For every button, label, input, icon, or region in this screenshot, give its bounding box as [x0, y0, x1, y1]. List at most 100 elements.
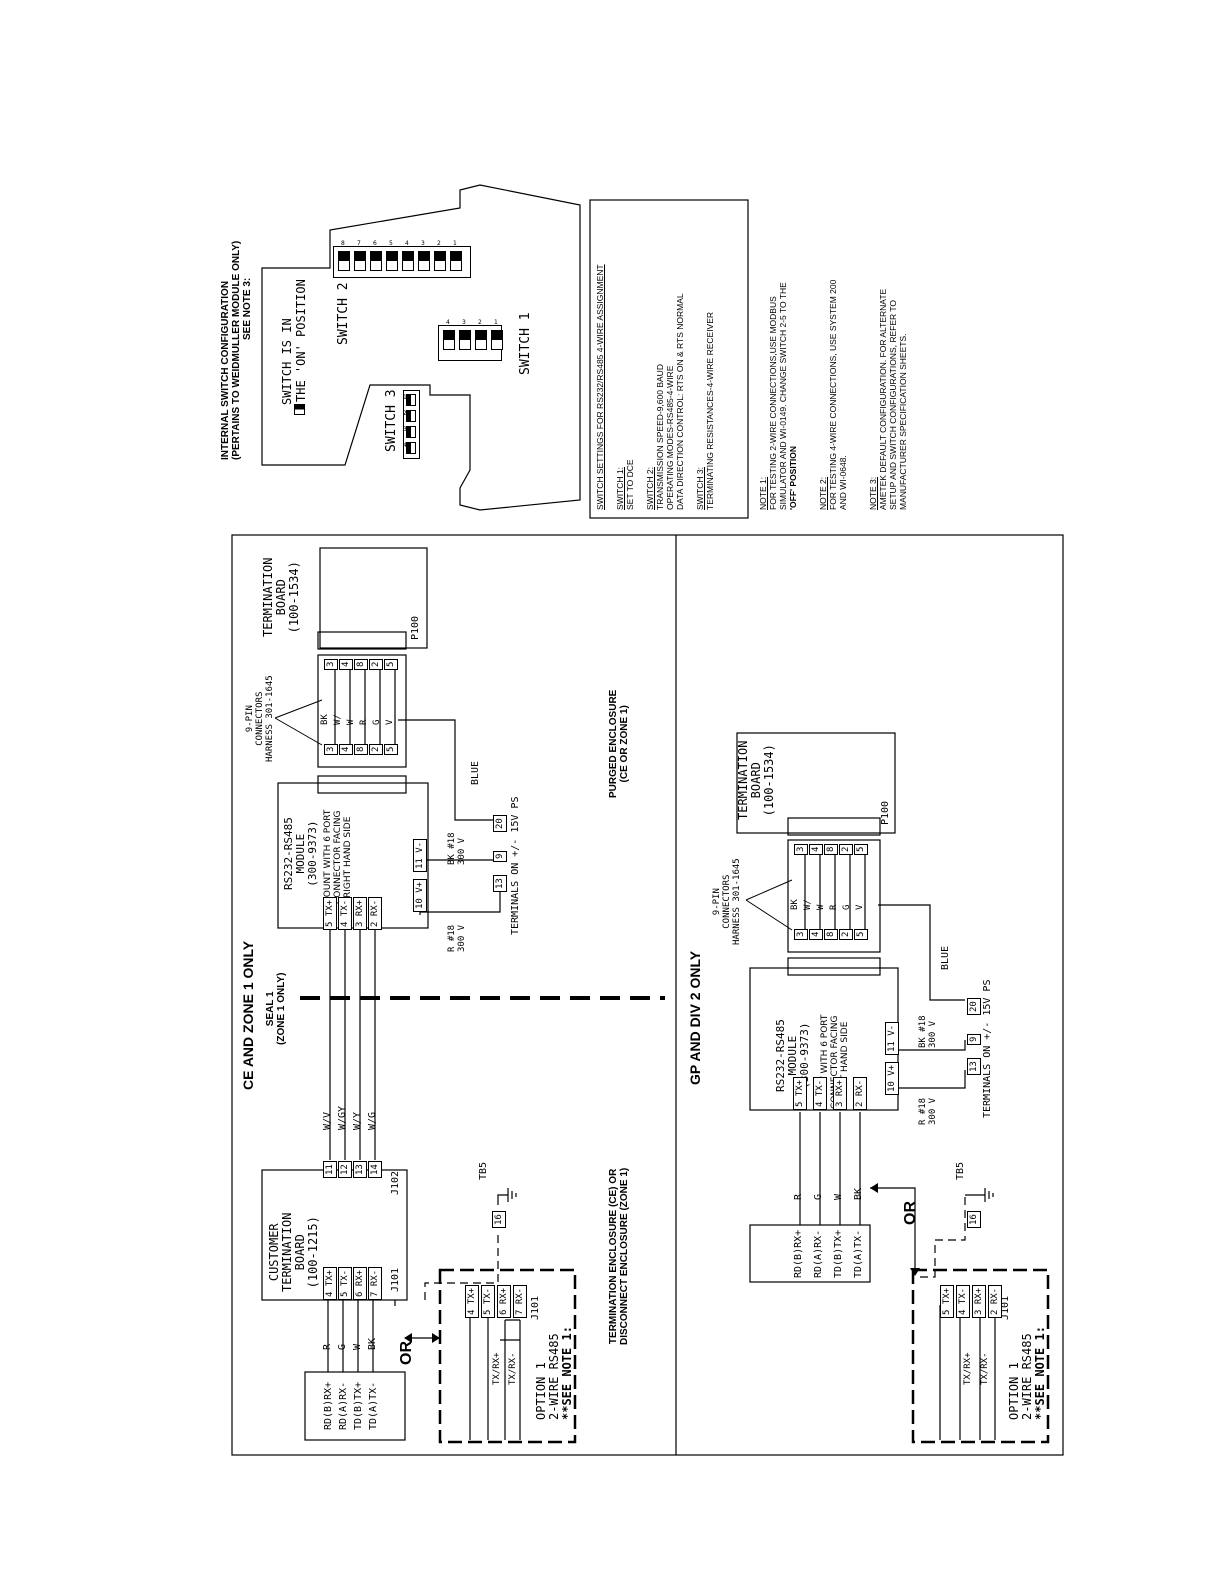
note2-line1: FOR TESTING 4-WIRE CONNECTIONS, USE SYST…: [828, 279, 838, 510]
dip-switch-cell: [370, 251, 382, 271]
gp-r18-l2: 300 V: [928, 1097, 938, 1125]
ce-wire-color: W/G: [367, 1111, 378, 1130]
ce-9pin-l3: HARNESS 301-1645: [265, 675, 275, 762]
dip-switch-cell: [406, 410, 416, 422]
gp-p100-label: P100: [880, 800, 891, 825]
gp-ps-pin: 11 V-: [885, 1021, 899, 1055]
ce-opt-pin: 6 RX+: [497, 1284, 511, 1318]
ce-9pin-l1: 9-PIN: [245, 705, 255, 733]
gp-harness-color: R: [829, 904, 839, 910]
dip-switch-number: 2: [403, 410, 407, 417]
gp-harness-pin: 2: [839, 843, 853, 855]
gp-9pin-l3: HARNESS 301-1645: [732, 858, 742, 945]
ce-customer-board-label: CUSTOMER TERMINATION BOARD (100-1215): [267, 1213, 320, 1292]
settings-s2-line2: OPERATING MODES-RS485-4-WIRE: [665, 365, 675, 510]
settings-s3-head: SWITCH 3:: [695, 467, 705, 510]
gp-harness-frame: [787, 839, 881, 953]
gp-harness-color: V: [855, 904, 865, 910]
dip-switch-cell: [459, 330, 471, 350]
gp-module-connector: [787, 957, 881, 976]
ce-ps-pin: 10 V+: [413, 878, 427, 912]
gp-cust-wire: BK: [853, 1187, 864, 1200]
ce-r18-l1: R #18: [447, 924, 457, 952]
ce-section-title: CE AND ZONE 1 ONLY: [240, 940, 256, 1090]
gp-ps-pin: 20: [967, 998, 981, 1015]
gp-cust-pin: TD(A)TX-: [853, 1229, 864, 1278]
ce-blue-label: BLUE: [470, 760, 481, 785]
note3-line3: MANUFACTURER SPECIFICATION SHEETS.: [898, 333, 908, 510]
gp-opt-pin: 3 RX+: [972, 1284, 986, 1318]
gp-cust-pin: RD(A)RX-: [813, 1229, 824, 1278]
ce-tb5-pin: 16: [492, 1211, 506, 1228]
dip-switch-number: 4: [403, 442, 407, 449]
gp-tb5-label: TB5: [955, 1161, 966, 1180]
ce-bk18-l2: 300 V: [457, 837, 467, 865]
ce-harness-pin: 5: [384, 743, 398, 755]
dip-switch-cell: [434, 251, 446, 271]
ce-module-pin: 5 TX+: [323, 896, 337, 930]
dip-switch-cell: [406, 442, 416, 454]
note3-line2: SETUP AND SWITCH CONFIGURATIONS, REFER T…: [888, 299, 898, 510]
dip-switch-number: 1: [403, 394, 407, 401]
dip-switch-number: 3: [421, 240, 425, 247]
ce-mount-l1: MOUNT WITH 6 PORT: [323, 809, 333, 905]
gp-cust-pin: TD(B)TX+: [833, 1229, 844, 1278]
note-2: NOTE 2: FOR TESTING 4-WIRE CONNECTIONS, …: [818, 280, 848, 510]
dip-switch-number: 6: [373, 240, 377, 247]
gp-ps-pin: 9: [967, 1033, 981, 1045]
dip-switch-cell: [338, 251, 350, 271]
gp-cust-wire: R: [793, 1193, 804, 1200]
note1-line2: SIMULATOR AND WI-0149. CHANGE SWITCH 2-5…: [778, 282, 788, 510]
gp-opt-pin: 2 RX-: [988, 1284, 1002, 1318]
ce-j101-label: J101: [390, 1267, 401, 1292]
note3-head: NOTE 3:: [868, 476, 878, 510]
gp-module-pin: 4 TX-: [813, 1076, 827, 1110]
seal-label: SEAL 1 (ZONE 1 ONLY): [265, 973, 287, 1045]
ce-option-box: [438, 1268, 577, 1444]
switch-config-title-line2: (PERTAINS TO WEIDMULLER MODULE ONLY): [231, 240, 242, 460]
legend-line1: SWITCH IS IN: [280, 318, 294, 405]
gp-harness-color: W: [816, 904, 826, 910]
ce-wire-color: W/GY: [337, 1105, 348, 1130]
ce-harness-pin: 4: [339, 658, 353, 670]
ce-harness-pin: 2: [369, 658, 383, 670]
note1-line1: FOR TESTING 2-WIRE CONNECTIONS,USE MODBU…: [768, 296, 778, 510]
dip-switch-cell: [491, 330, 503, 350]
dip-switch-number: 5: [389, 240, 393, 247]
on-position-legend: SWITCH IS IN THE 'ON' POSITION: [280, 279, 308, 415]
switch-config-title-line1: INTERNAL SWITCH CONFIGURATION: [220, 280, 231, 460]
gp-term-board: [736, 732, 896, 834]
dip-switch-cell: [475, 330, 487, 350]
legend-line2: THE 'ON' POSITION: [294, 279, 308, 402]
gp-opt-pin: 4 TX-: [956, 1284, 970, 1318]
ce-board-connector: [317, 631, 407, 650]
dip-switch-number: 1: [494, 319, 498, 326]
gp-harness-color: BK: [790, 899, 800, 910]
switch-settings-text: SWITCH SETTINGS FOR RS232/RS485 4-WIRE A…: [595, 264, 715, 510]
ce-module-l3: (300-9373): [306, 820, 319, 887]
settings-s1-line: SET TO DCE: [625, 459, 635, 510]
ce-module-connector: [317, 775, 407, 794]
gp-cust-wire: W: [833, 1193, 844, 1200]
ce-mount-note: MOUNT WITH 6 PORT CONNECTOR FACING RIGHT…: [323, 810, 353, 905]
gp-blue-label: BLUE: [940, 945, 951, 970]
purged-enclosure-label: PURGED ENCLOSURE (CE OR ZONE 1): [608, 690, 630, 798]
switch-on-icon: [294, 404, 305, 415]
ce-opt-l3: **SEE NOTE 1:: [560, 1326, 574, 1420]
ce-harness-pin: 3: [324, 743, 338, 755]
gp-ps-pin: 10 V+: [885, 1061, 899, 1095]
ce-harness-frame: [317, 654, 407, 768]
ce-wire-color: W/Y: [352, 1111, 363, 1130]
ce-harness-pin: 8: [354, 743, 368, 755]
gp-9pin-label: 9-PIN CONNECTORS HARNESS 301-1645: [712, 858, 742, 945]
ce-ps-pin: 11 V-: [413, 838, 427, 872]
gp-bk18-label: BK #18 300 V: [918, 1015, 938, 1048]
switch1-label: SWITCH 1: [518, 312, 533, 375]
ce-harness-color: V: [385, 719, 395, 725]
ce-ps-pin: 9: [493, 850, 507, 862]
purged-line1: PURGED ENCLOSURE: [608, 689, 619, 798]
ce-ps-pin: 20: [493, 815, 507, 832]
